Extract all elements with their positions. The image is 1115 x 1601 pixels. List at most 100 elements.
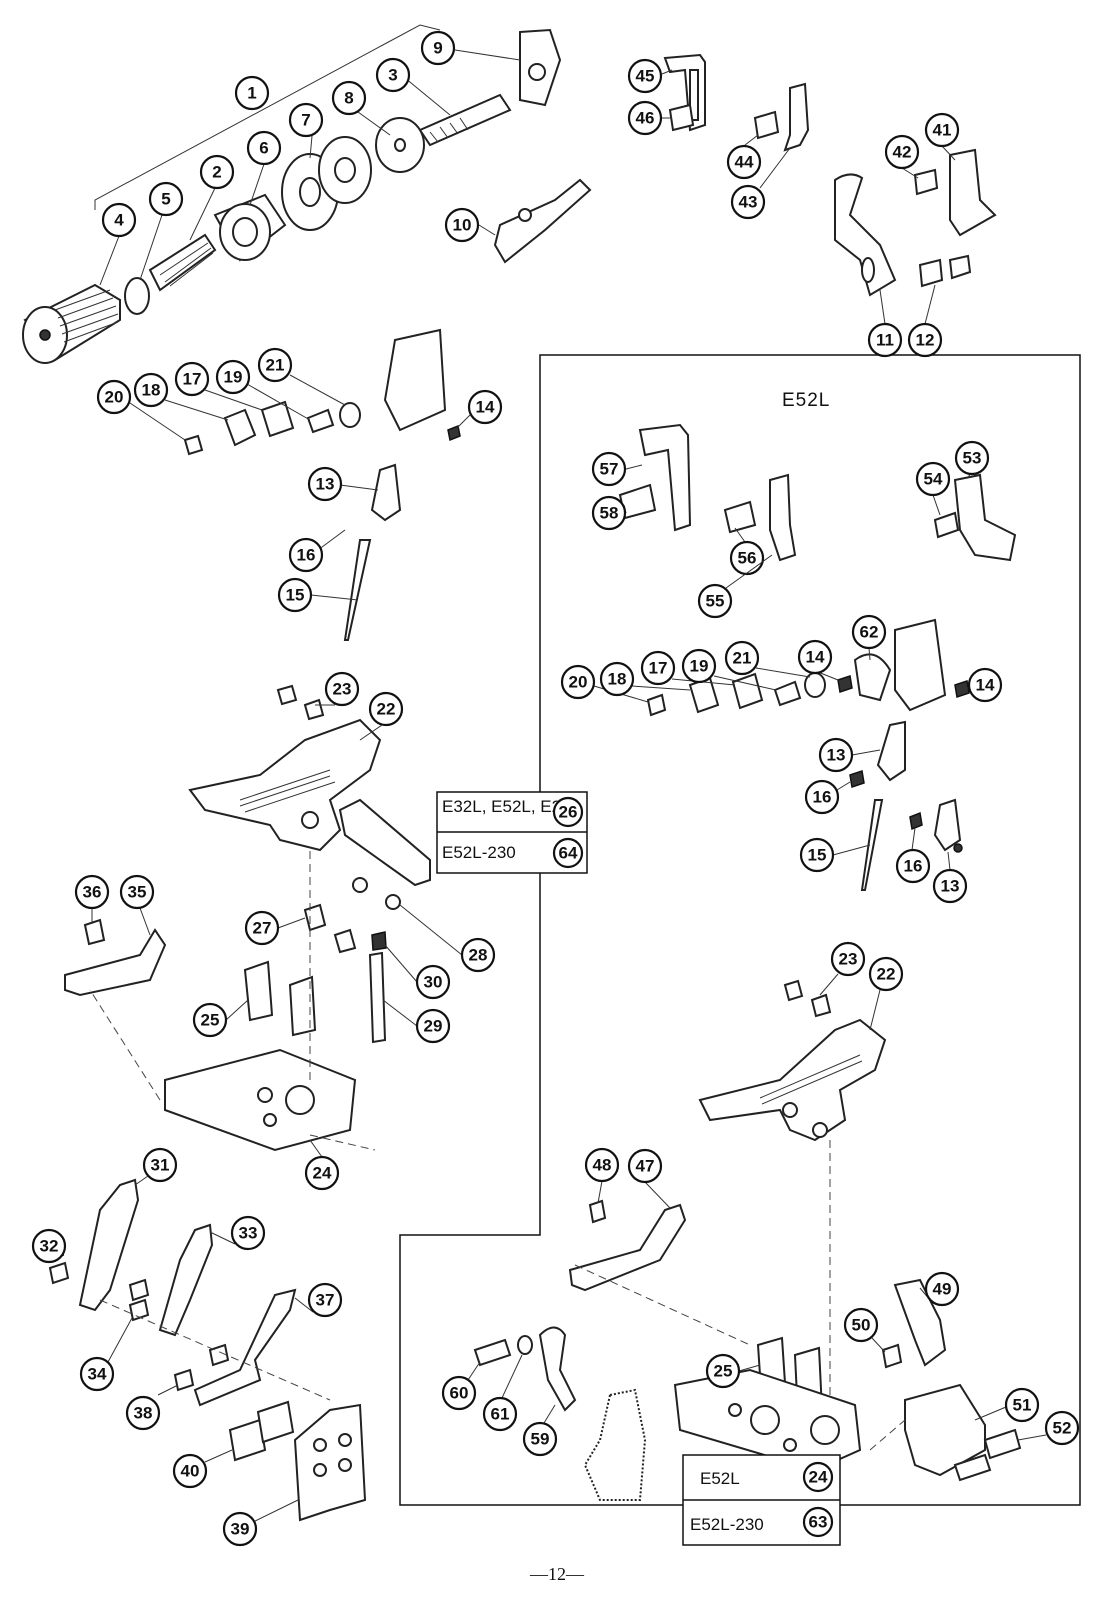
arm-33 bbox=[158, 1223, 214, 1337]
screw-52b bbox=[983, 1428, 1022, 1460]
screw-27 bbox=[303, 903, 327, 932]
callout-25a: 25 bbox=[192, 999, 249, 1038]
ring-21a bbox=[339, 402, 361, 428]
guide-41 bbox=[949, 148, 997, 237]
screw-16c bbox=[909, 811, 923, 831]
screw-60 bbox=[473, 1338, 512, 1367]
needle-bar-block-a bbox=[383, 328, 447, 432]
e52l-section-frame bbox=[399, 354, 1081, 1506]
callout-58: 58 bbox=[591, 495, 627, 531]
svg-text:12: 12 bbox=[916, 331, 935, 350]
callout-55: 55 bbox=[697, 554, 773, 619]
svg-text:26: 26 bbox=[559, 803, 578, 822]
svg-text:40: 40 bbox=[181, 1462, 200, 1481]
svg-text:25: 25 bbox=[201, 1011, 220, 1030]
callout-23a: 23 bbox=[315, 671, 360, 707]
callout-52: 52 bbox=[1017, 1410, 1080, 1446]
screw-34 bbox=[128, 1278, 150, 1302]
needle-clamp-13c bbox=[933, 798, 962, 852]
e52l-section: E52L bbox=[473, 390, 1022, 1501]
svg-text:56: 56 bbox=[738, 549, 757, 568]
callouts: 9 3 1 8 7 6 2 5 4 10 45 46 44 43 42 41 1… bbox=[31, 30, 1080, 1547]
callout-41: 41 bbox=[924, 112, 960, 161]
callout-15b: 15 bbox=[799, 837, 871, 873]
svg-text:18: 18 bbox=[608, 670, 627, 689]
washer-28 bbox=[385, 894, 401, 910]
svg-text:29: 29 bbox=[424, 1017, 443, 1036]
callout-4: 4 bbox=[99, 202, 137, 286]
callout-30: 30 bbox=[384, 944, 451, 1000]
screw-56 bbox=[723, 500, 757, 534]
callout-45: 45 bbox=[627, 58, 673, 94]
svg-text:22: 22 bbox=[877, 965, 896, 984]
callout-15a: 15 bbox=[277, 577, 359, 613]
guide-43 bbox=[783, 82, 810, 152]
box-upper-row1-label: E32L, E52L, E22L bbox=[442, 797, 580, 816]
screw-14c bbox=[954, 680, 970, 698]
guide-11 bbox=[834, 173, 897, 297]
callout-36: 36 bbox=[74, 874, 110, 922]
svg-text:27: 27 bbox=[253, 919, 272, 938]
arm-47 bbox=[568, 1203, 687, 1292]
svg-text:52: 52 bbox=[1053, 1419, 1072, 1438]
arm-49 bbox=[893, 1278, 947, 1367]
svg-text:43: 43 bbox=[739, 193, 758, 212]
screw-40 bbox=[228, 1418, 267, 1462]
svg-text:57: 57 bbox=[600, 460, 619, 479]
svg-text:14: 14 bbox=[476, 398, 495, 417]
svg-text:23: 23 bbox=[839, 950, 858, 969]
box-lower-row1-label: E52L bbox=[700, 1469, 740, 1488]
svg-text:21: 21 bbox=[266, 356, 285, 375]
svg-text:33: 33 bbox=[239, 1224, 258, 1243]
callout-22b: 22 bbox=[868, 956, 904, 1031]
guide-53 bbox=[953, 473, 1017, 562]
callout-19b: 19 bbox=[681, 648, 777, 691]
callout-42: 42 bbox=[884, 134, 920, 179]
callout-43: 43 bbox=[730, 147, 791, 220]
callout-47: 47 bbox=[627, 1148, 671, 1209]
svg-text:53: 53 bbox=[963, 449, 982, 468]
screw-54 bbox=[933, 511, 960, 539]
svg-text:55: 55 bbox=[706, 592, 725, 611]
svg-text:5: 5 bbox=[161, 190, 170, 209]
svg-text:61: 61 bbox=[491, 1405, 510, 1424]
svg-text:23: 23 bbox=[333, 680, 352, 699]
svg-text:32: 32 bbox=[40, 1237, 59, 1256]
svg-text:8: 8 bbox=[344, 89, 353, 108]
svg-text:11: 11 bbox=[876, 331, 894, 350]
tension-assembly bbox=[22, 24, 592, 364]
svg-text:41: 41 bbox=[933, 121, 952, 140]
screw-42 bbox=[913, 168, 939, 196]
screw-36 bbox=[83, 918, 106, 946]
svg-text:20: 20 bbox=[105, 388, 124, 407]
spring-19b bbox=[773, 680, 802, 707]
callout-7: 7 bbox=[288, 102, 324, 159]
svg-text:38: 38 bbox=[134, 1404, 153, 1423]
svg-text:46: 46 bbox=[636, 109, 655, 128]
callout-38: 38 bbox=[125, 1384, 179, 1431]
callout-61: 61 bbox=[482, 1354, 523, 1432]
callout-40: 40 bbox=[172, 1449, 233, 1489]
callout-12: 12 bbox=[907, 284, 943, 358]
svg-text:35: 35 bbox=[128, 883, 147, 902]
svg-text:49: 49 bbox=[933, 1280, 952, 1299]
callout-17a: 17 bbox=[174, 361, 263, 411]
svg-text:16: 16 bbox=[813, 788, 832, 807]
variant-box-upper: E32L, E52L, E22L E52L-230 26 64 bbox=[436, 791, 588, 874]
callout-5: 5 bbox=[139, 181, 184, 281]
screw-52a bbox=[953, 1453, 992, 1482]
callout-31: 31 bbox=[134, 1147, 178, 1186]
callout-24a: 24 bbox=[304, 1139, 340, 1191]
screw-38 bbox=[173, 1368, 195, 1392]
screw-48 bbox=[588, 1199, 607, 1224]
svg-text:10: 10 bbox=[453, 216, 472, 235]
svg-text:13: 13 bbox=[941, 877, 960, 896]
svg-text:47: 47 bbox=[636, 1157, 655, 1176]
screw-12a bbox=[918, 258, 944, 288]
svg-text:6: 6 bbox=[259, 139, 268, 158]
clamp-17b bbox=[731, 672, 764, 710]
svg-text:64: 64 bbox=[559, 844, 578, 863]
svg-text:15: 15 bbox=[286, 586, 305, 605]
svg-text:2: 2 bbox=[212, 163, 221, 182]
